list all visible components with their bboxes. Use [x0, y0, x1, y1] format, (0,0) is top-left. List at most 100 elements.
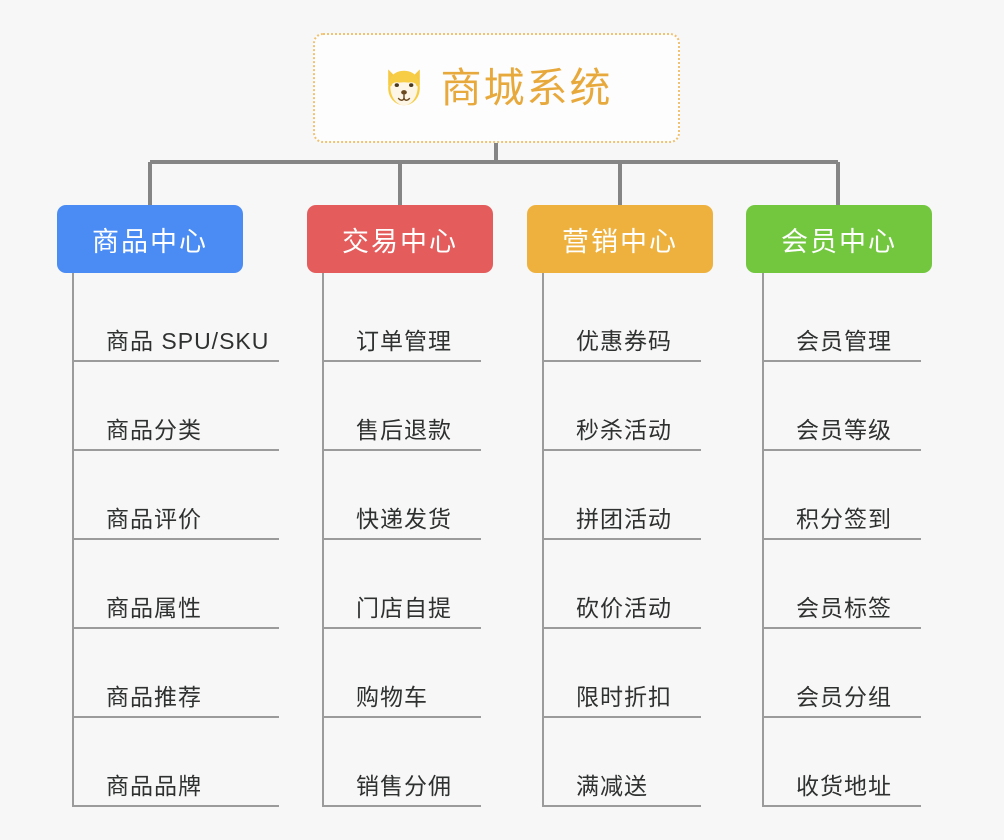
leaf-underline: [762, 449, 921, 451]
leaf-item-label: 销售分佣: [356, 773, 452, 799]
leaf-item-label: 满减送: [576, 773, 648, 799]
leaf-spine-line: [762, 718, 764, 807]
leaf-item[interactable]: 会员标签: [762, 540, 921, 629]
leaf-spine-line: [762, 629, 764, 718]
leaf-spine-line: [322, 540, 324, 629]
leaf-item-label: 商品 SPU/SKU: [106, 328, 270, 354]
leaf-underline: [322, 716, 481, 718]
leaf-item[interactable]: 商品评价: [72, 451, 279, 540]
leaf-item[interactable]: 售后退款: [322, 362, 481, 451]
leaf-underline: [762, 360, 921, 362]
leaf-spine-line: [322, 362, 324, 451]
leaf-spine-line: [542, 718, 544, 807]
leaf-item[interactable]: 订单管理: [322, 273, 481, 362]
leaf-item-label: 订单管理: [356, 328, 452, 354]
leaf-underline: [762, 627, 921, 629]
leaf-item[interactable]: 砍价活动: [542, 540, 701, 629]
leaf-item-label: 拼团活动: [576, 506, 672, 532]
leaf-item-label: 商品品牌: [106, 773, 202, 799]
leaf-underline: [72, 627, 279, 629]
leaf-item[interactable]: 限时折扣: [542, 629, 701, 718]
leaf-item-label: 购物车: [356, 684, 428, 710]
leaf-list: 会员管理会员等级积分签到会员标签会员分组收货地址: [762, 273, 921, 807]
leaf-underline: [322, 449, 481, 451]
root-node[interactable]: 商城系统: [313, 33, 680, 143]
leaf-item-label: 门店自提: [356, 595, 452, 621]
leaf-spine-line: [72, 540, 74, 629]
leaf-spine-line: [72, 451, 74, 540]
leaf-spine-line: [72, 718, 74, 807]
leaf-item-label: 秒杀活动: [576, 417, 672, 443]
leaf-underline: [762, 538, 921, 540]
category-box[interactable]: 商品中心: [57, 205, 243, 273]
leaf-spine-line: [72, 273, 74, 362]
leaf-spine-line: [542, 273, 544, 362]
leaf-item[interactable]: 收货地址: [762, 718, 921, 807]
leaf-item-label: 会员等级: [796, 417, 892, 443]
leaf-underline: [542, 627, 701, 629]
leaf-underline: [322, 627, 481, 629]
leaf-item-label: 积分签到: [796, 506, 892, 532]
leaf-spine-line: [542, 362, 544, 451]
leaf-spine-line: [542, 451, 544, 540]
leaf-item[interactable]: 拼团活动: [542, 451, 701, 540]
leaf-item[interactable]: 商品推荐: [72, 629, 279, 718]
leaf-spine-line: [762, 362, 764, 451]
leaf-item-label: 商品属性: [106, 595, 202, 621]
leaf-item[interactable]: 会员管理: [762, 273, 921, 362]
leaf-spine-line: [72, 629, 74, 718]
leaf-underline: [72, 449, 279, 451]
leaf-item-label: 会员管理: [796, 328, 892, 354]
leaf-item[interactable]: 门店自提: [322, 540, 481, 629]
leaf-underline: [542, 538, 701, 540]
leaf-underline: [322, 805, 481, 807]
leaf-underline: [542, 805, 701, 807]
leaf-underline: [72, 360, 279, 362]
leaf-item[interactable]: 积分签到: [762, 451, 921, 540]
leaf-item[interactable]: 商品分类: [72, 362, 279, 451]
leaf-spine-line: [72, 362, 74, 451]
leaf-underline: [762, 716, 921, 718]
leaf-spine-line: [542, 629, 544, 718]
leaf-underline: [72, 716, 279, 718]
leaf-spine-line: [322, 629, 324, 718]
leaf-item-label: 快递发货: [356, 506, 452, 532]
leaf-item[interactable]: 秒杀活动: [542, 362, 701, 451]
leaf-item-label: 商品分类: [106, 417, 202, 443]
leaf-item-label: 商品评价: [106, 506, 202, 532]
leaf-underline: [322, 360, 481, 362]
category-box[interactable]: 会员中心: [746, 205, 932, 273]
leaf-item[interactable]: 商品品牌: [72, 718, 279, 807]
leaf-spine-line: [762, 273, 764, 362]
leaf-spine-line: [322, 451, 324, 540]
leaf-item[interactable]: 购物车: [322, 629, 481, 718]
leaf-underline: [762, 805, 921, 807]
leaf-item[interactable]: 会员分组: [762, 629, 921, 718]
leaf-item[interactable]: 销售分佣: [322, 718, 481, 807]
leaf-item[interactable]: 满减送: [542, 718, 701, 807]
category-box[interactable]: 营销中心: [527, 205, 713, 273]
leaf-spine-line: [322, 273, 324, 362]
leaf-list: 商品 SPU/SKU 商品分类商品评价商品属性商品推荐商品品牌: [72, 273, 279, 807]
leaf-underline: [542, 449, 701, 451]
leaf-item[interactable]: 商品属性: [72, 540, 279, 629]
leaf-item-label: 商品推荐: [106, 684, 202, 710]
shiba-dog-face-icon: [387, 69, 420, 106]
leaf-item[interactable]: 会员等级: [762, 362, 921, 451]
leaf-item-label: 优惠券码: [576, 328, 672, 354]
leaf-spine-line: [542, 540, 544, 629]
leaf-item-label: 会员标签: [796, 595, 892, 621]
leaf-item[interactable]: 优惠券码: [542, 273, 701, 362]
leaf-underline: [542, 716, 701, 718]
leaf-item[interactable]: 快递发货: [322, 451, 481, 540]
leaf-underline: [72, 538, 279, 540]
category-box[interactable]: 交易中心: [307, 205, 493, 273]
leaf-spine-line: [762, 540, 764, 629]
leaf-item-label: 砍价活动: [576, 595, 672, 621]
leaf-item-label: 限时折扣: [576, 684, 672, 710]
leaf-item[interactable]: 商品 SPU/SKU: [72, 273, 279, 362]
leaf-item-label: 会员分组: [796, 684, 892, 710]
leaf-item-label: 收货地址: [796, 773, 892, 799]
leaf-list: 订单管理售后退款快递发货门店自提购物车销售分佣: [322, 273, 481, 807]
